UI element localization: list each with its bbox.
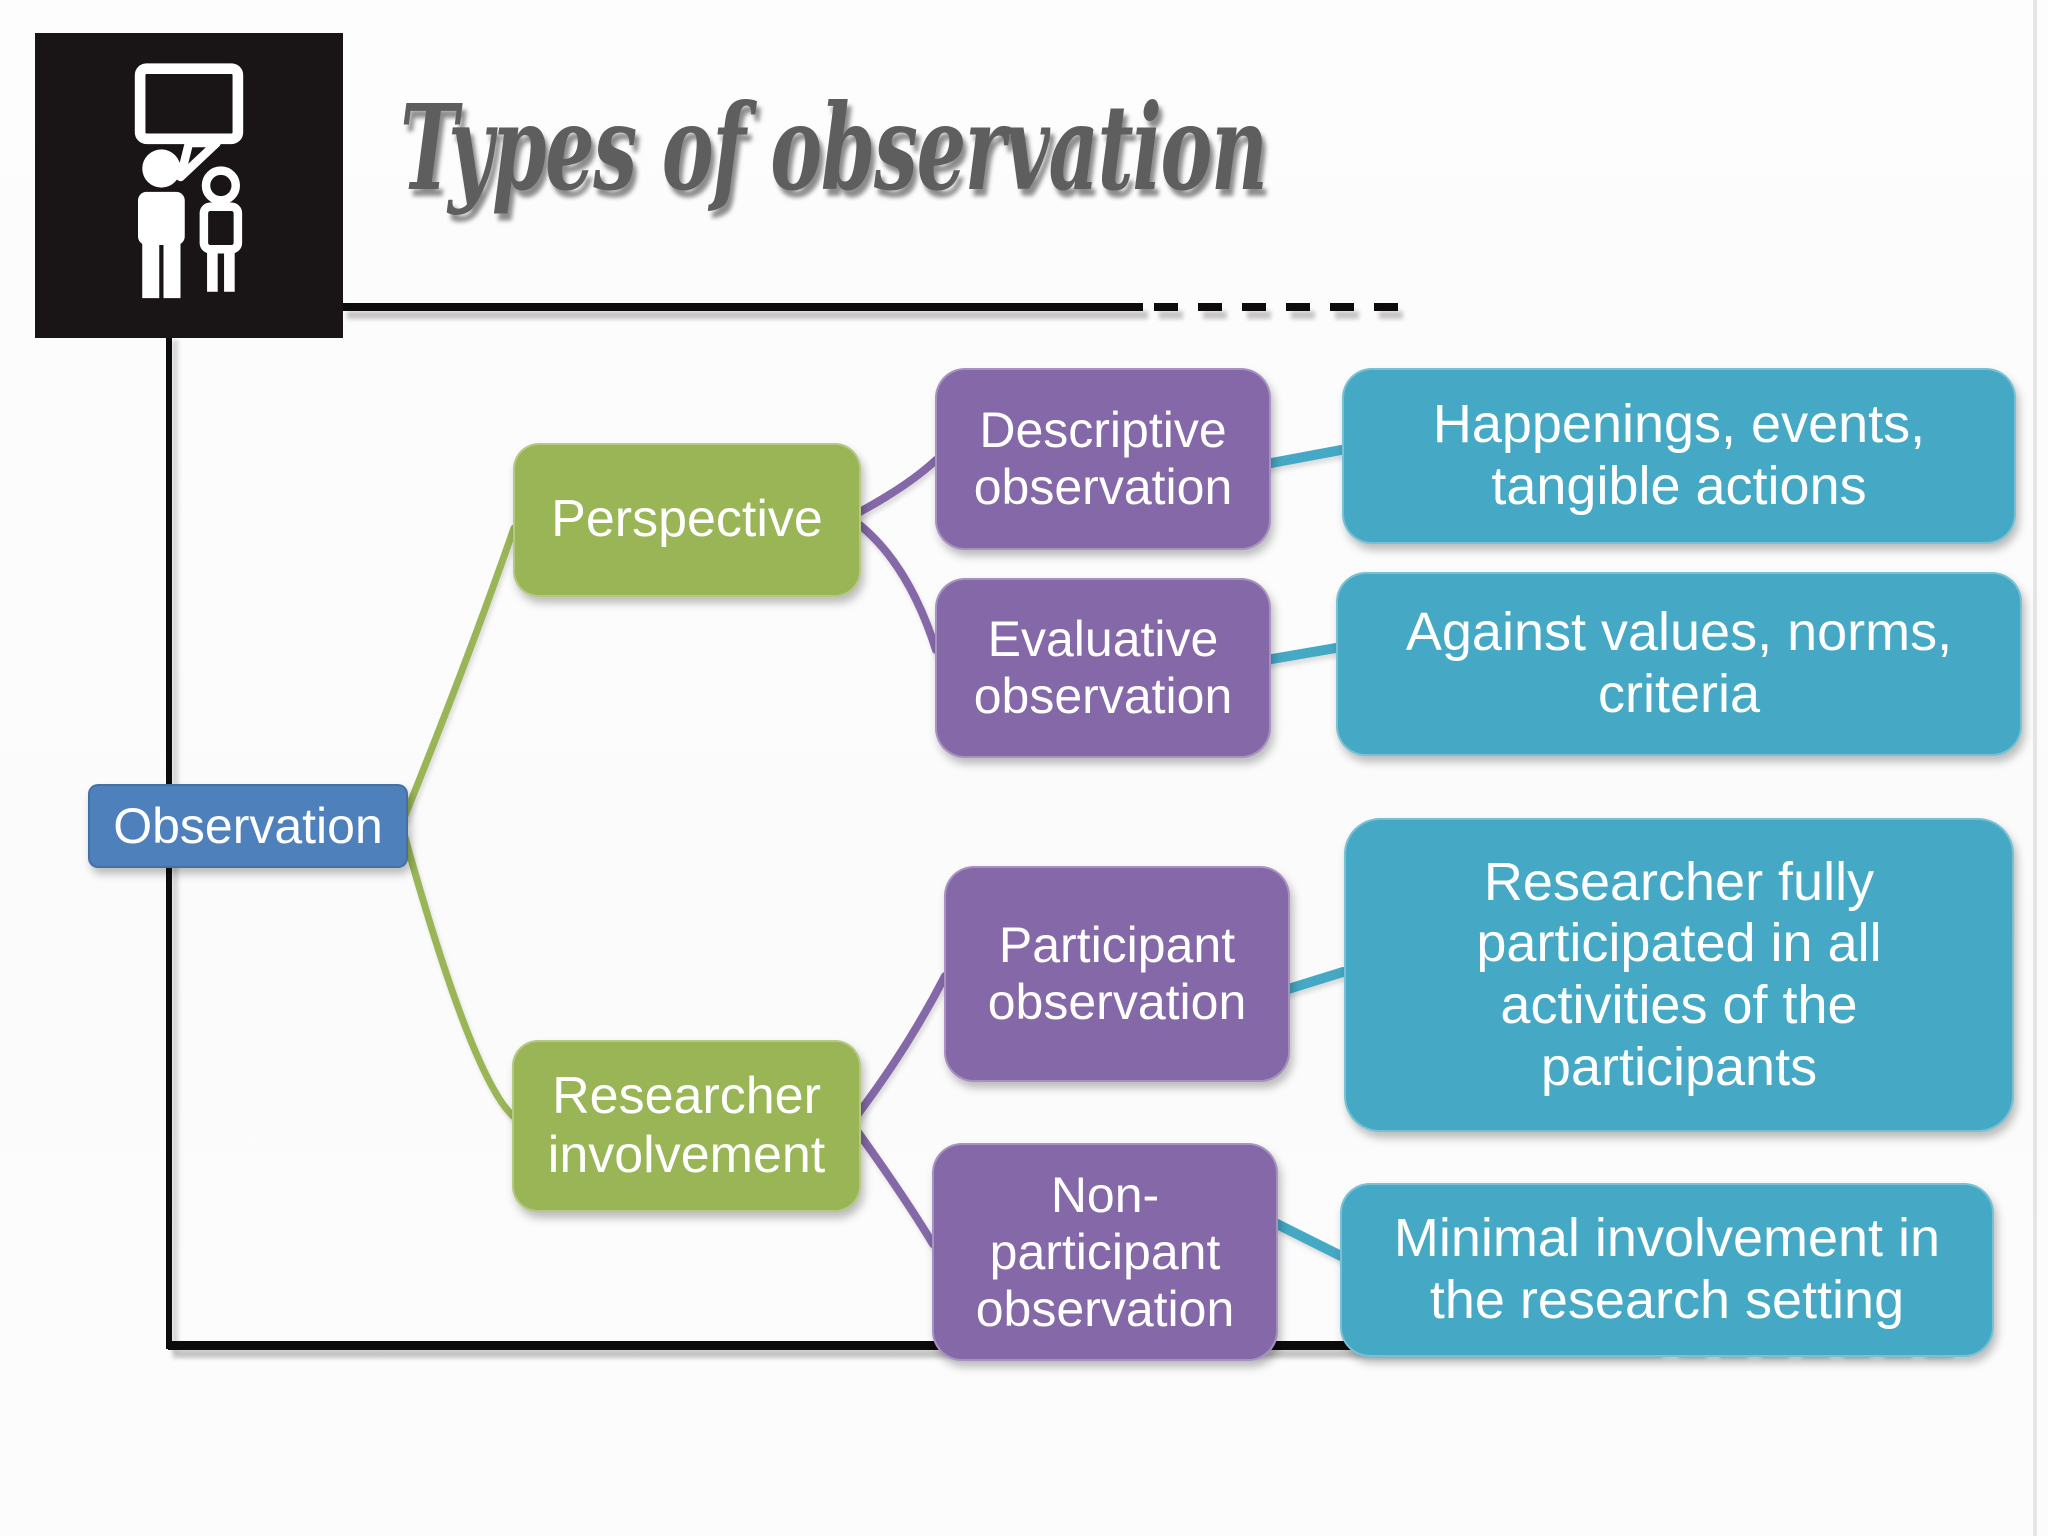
header-divider-dashes [1154,303,1398,311]
node-observation: Observation [88,784,408,868]
people-speech-bubble-icon [134,63,244,299]
node-researcher-involvement: Researcher involvement [512,1040,861,1212]
connector-participant-detail [1280,967,1348,995]
node-evaluative-observation: Evaluative observation [935,578,1271,758]
connector-observation-perspective [400,524,518,822]
node-participant-observation: Participant observation [944,866,1290,1082]
node-perspective: Perspective [513,443,861,597]
detail-happenings-events: Happenings, events, tangible actions [1342,368,2016,544]
connector-nonparticipant-detail [1268,1217,1346,1261]
node-descriptive-observation: Descriptive observation [935,368,1271,550]
connector-observation-researcher [400,830,517,1120]
detail-against-values: Against values, norms, criteria [1336,572,2022,756]
detail-researcher-fully-participated: Researcher fully participated in all act… [1344,818,2014,1132]
slide-right-edge [2033,0,2037,1536]
connector-perspective-evaluative [852,518,940,654]
header-divider-line [342,303,1143,311]
connector-researcher-participant [851,972,949,1122]
page-title: Types of observation [400,78,1268,217]
connector-descriptive-detail [1261,445,1346,469]
connector-researcher-nonparticipant [851,1124,937,1248]
connector-perspective-descriptive [852,456,940,518]
header-icon-box [35,33,343,338]
detail-minimal-involvement: Minimal involvement in the research sett… [1340,1183,1994,1357]
footer-divider-line [168,1341,1658,1350]
node-nonparticipant-observation: Non- participant observation [932,1143,1278,1361]
connector-evaluative-detail [1261,643,1341,665]
